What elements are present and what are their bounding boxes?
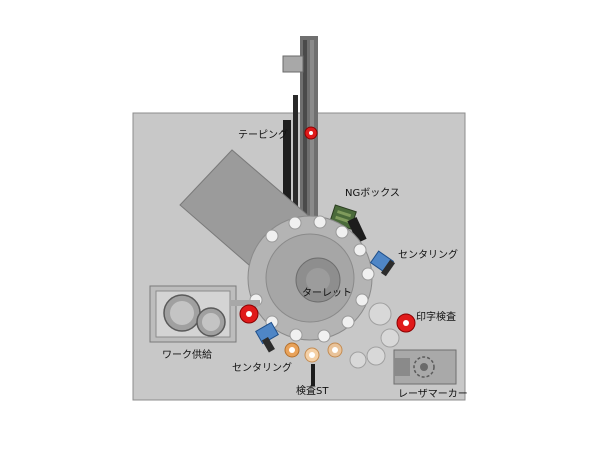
ng-chute (347, 217, 367, 243)
label-taping: テーピング (238, 128, 288, 141)
turret-pockets (249, 215, 375, 343)
label-ng-box: NGボックス (345, 187, 400, 199)
label-inspection-st: 検査ST (296, 384, 329, 397)
index-discs (349, 302, 400, 369)
laser-marker (393, 349, 457, 385)
centering-left-unit (255, 321, 279, 353)
centering-right-unit (369, 250, 396, 277)
label-work-supply: ワーク供給 (162, 348, 212, 361)
inspection-works (284, 342, 343, 363)
work-supply-feeder (149, 285, 260, 343)
label-centering-left: センタリング (232, 361, 292, 374)
label-turret: ターレット (302, 287, 352, 299)
turret (247, 215, 373, 341)
inspection-st-post (311, 364, 315, 386)
label-centering-right: センタリング (398, 248, 458, 261)
print-inspection-station (396, 313, 416, 333)
taping-unit (282, 36, 318, 226)
label-print-inspection: 印字検査 (416, 310, 456, 323)
supply-red-station (239, 304, 259, 324)
label-laser-marker: レーザマーカー (398, 388, 468, 400)
